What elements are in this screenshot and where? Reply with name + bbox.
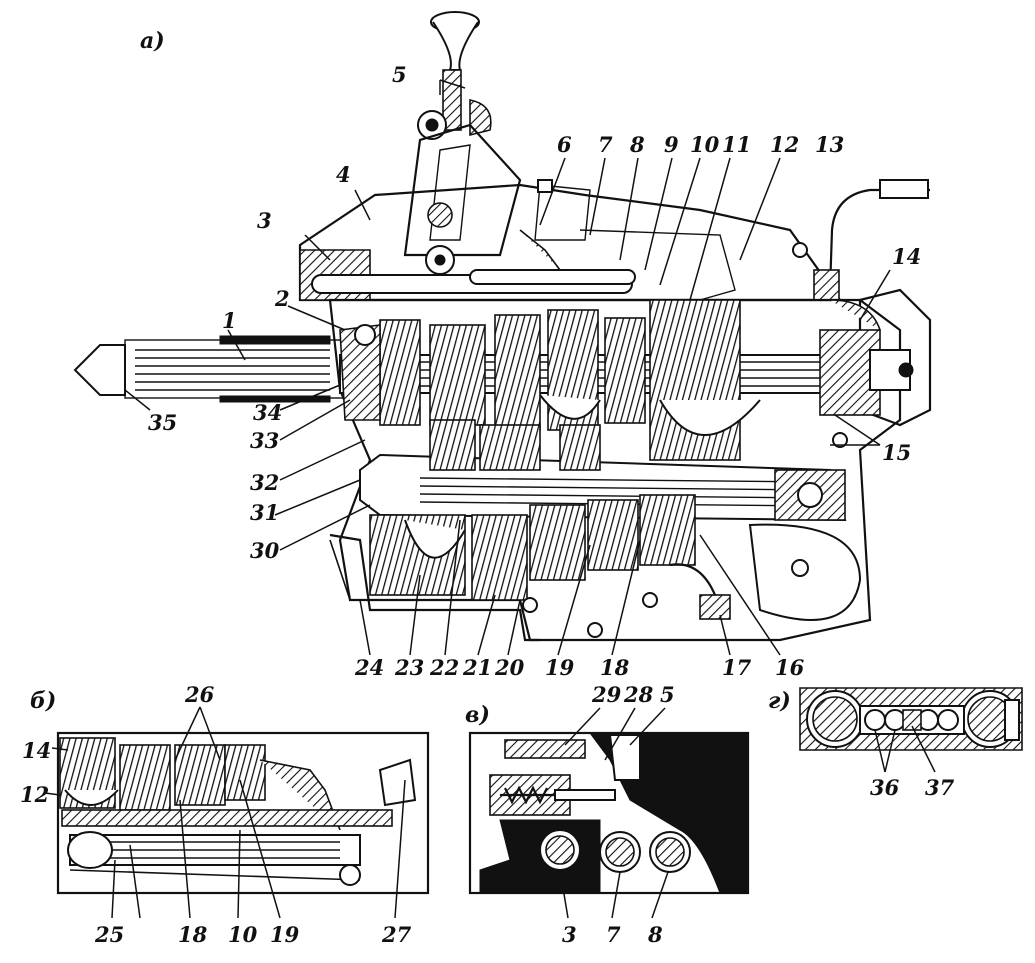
callout-24: 24 bbox=[354, 655, 384, 680]
callout-v-29: 29 bbox=[591, 682, 622, 707]
callout-5: 5 bbox=[392, 62, 407, 87]
callout-b-26: 26 bbox=[184, 682, 215, 707]
callout-16: 16 bbox=[775, 655, 805, 680]
callout-7: 7 bbox=[598, 132, 613, 157]
callout-b-25: 25 bbox=[94, 922, 124, 947]
view-v-leaders bbox=[559, 707, 669, 919]
view-b-leaders bbox=[44, 706, 406, 919]
callout-12: 12 bbox=[770, 132, 799, 157]
view-label-a: a) bbox=[140, 28, 165, 54]
view-label-v: в) bbox=[465, 702, 490, 728]
callout-v-3: 3 bbox=[562, 922, 577, 947]
callout-14: 14 bbox=[892, 244, 921, 269]
callout-21: 21 bbox=[462, 655, 492, 680]
callout-3: 3 bbox=[257, 208, 272, 233]
callout-b-27: 27 bbox=[381, 922, 412, 947]
callout-17: 17 bbox=[722, 655, 752, 680]
callout-13: 13 bbox=[815, 132, 844, 157]
callout-8: 8 bbox=[629, 132, 645, 157]
callout-22: 22 bbox=[429, 655, 459, 680]
callout-1: 1 bbox=[222, 308, 237, 333]
callout-19: 19 bbox=[545, 655, 575, 680]
callout-b-12: 12 bbox=[20, 782, 49, 807]
view-label-b: б) bbox=[30, 688, 56, 714]
callout-v-7: 7 bbox=[606, 922, 621, 947]
callout-2: 2 bbox=[274, 286, 290, 311]
callout-30: 30 bbox=[250, 538, 280, 563]
view-g-drawing bbox=[799, 687, 1023, 751]
callout-g-37: 37 bbox=[925, 775, 955, 800]
callout-b-10: 10 bbox=[228, 922, 258, 947]
callout-11: 11 bbox=[722, 132, 751, 157]
callout-g-36: 36 bbox=[870, 775, 900, 800]
callout-6: 6 bbox=[557, 132, 572, 157]
callout-9: 9 bbox=[664, 132, 679, 157]
callout-35: 35 bbox=[148, 410, 177, 435]
callout-20: 20 bbox=[494, 655, 525, 680]
callout-15: 15 bbox=[882, 440, 911, 465]
callout-34: 34 bbox=[253, 400, 282, 425]
callout-23: 23 bbox=[394, 655, 424, 680]
callout-v-5: 5 bbox=[660, 682, 675, 707]
callout-31: 31 bbox=[250, 500, 279, 525]
callout-33: 33 bbox=[250, 428, 279, 453]
callout-b-18: 18 bbox=[178, 922, 208, 947]
callout-10: 10 bbox=[690, 132, 720, 157]
main-view-leaders bbox=[124, 79, 891, 656]
callout-v-8: 8 bbox=[647, 922, 663, 947]
callout-b-14: 14 bbox=[22, 738, 51, 763]
callout-v-28: 28 bbox=[623, 682, 654, 707]
callout-b-19: 19 bbox=[270, 922, 300, 947]
callout-4: 4 bbox=[336, 162, 351, 187]
view-label-g: г) bbox=[768, 688, 791, 714]
view-g-leaders bbox=[874, 725, 936, 773]
callout-18: 18 bbox=[600, 655, 630, 680]
view-v-drawing bbox=[468, 731, 750, 895]
main-view-drawing bbox=[73, 11, 932, 642]
view-b-drawing bbox=[56, 731, 430, 895]
callout-32: 32 bbox=[250, 470, 279, 495]
